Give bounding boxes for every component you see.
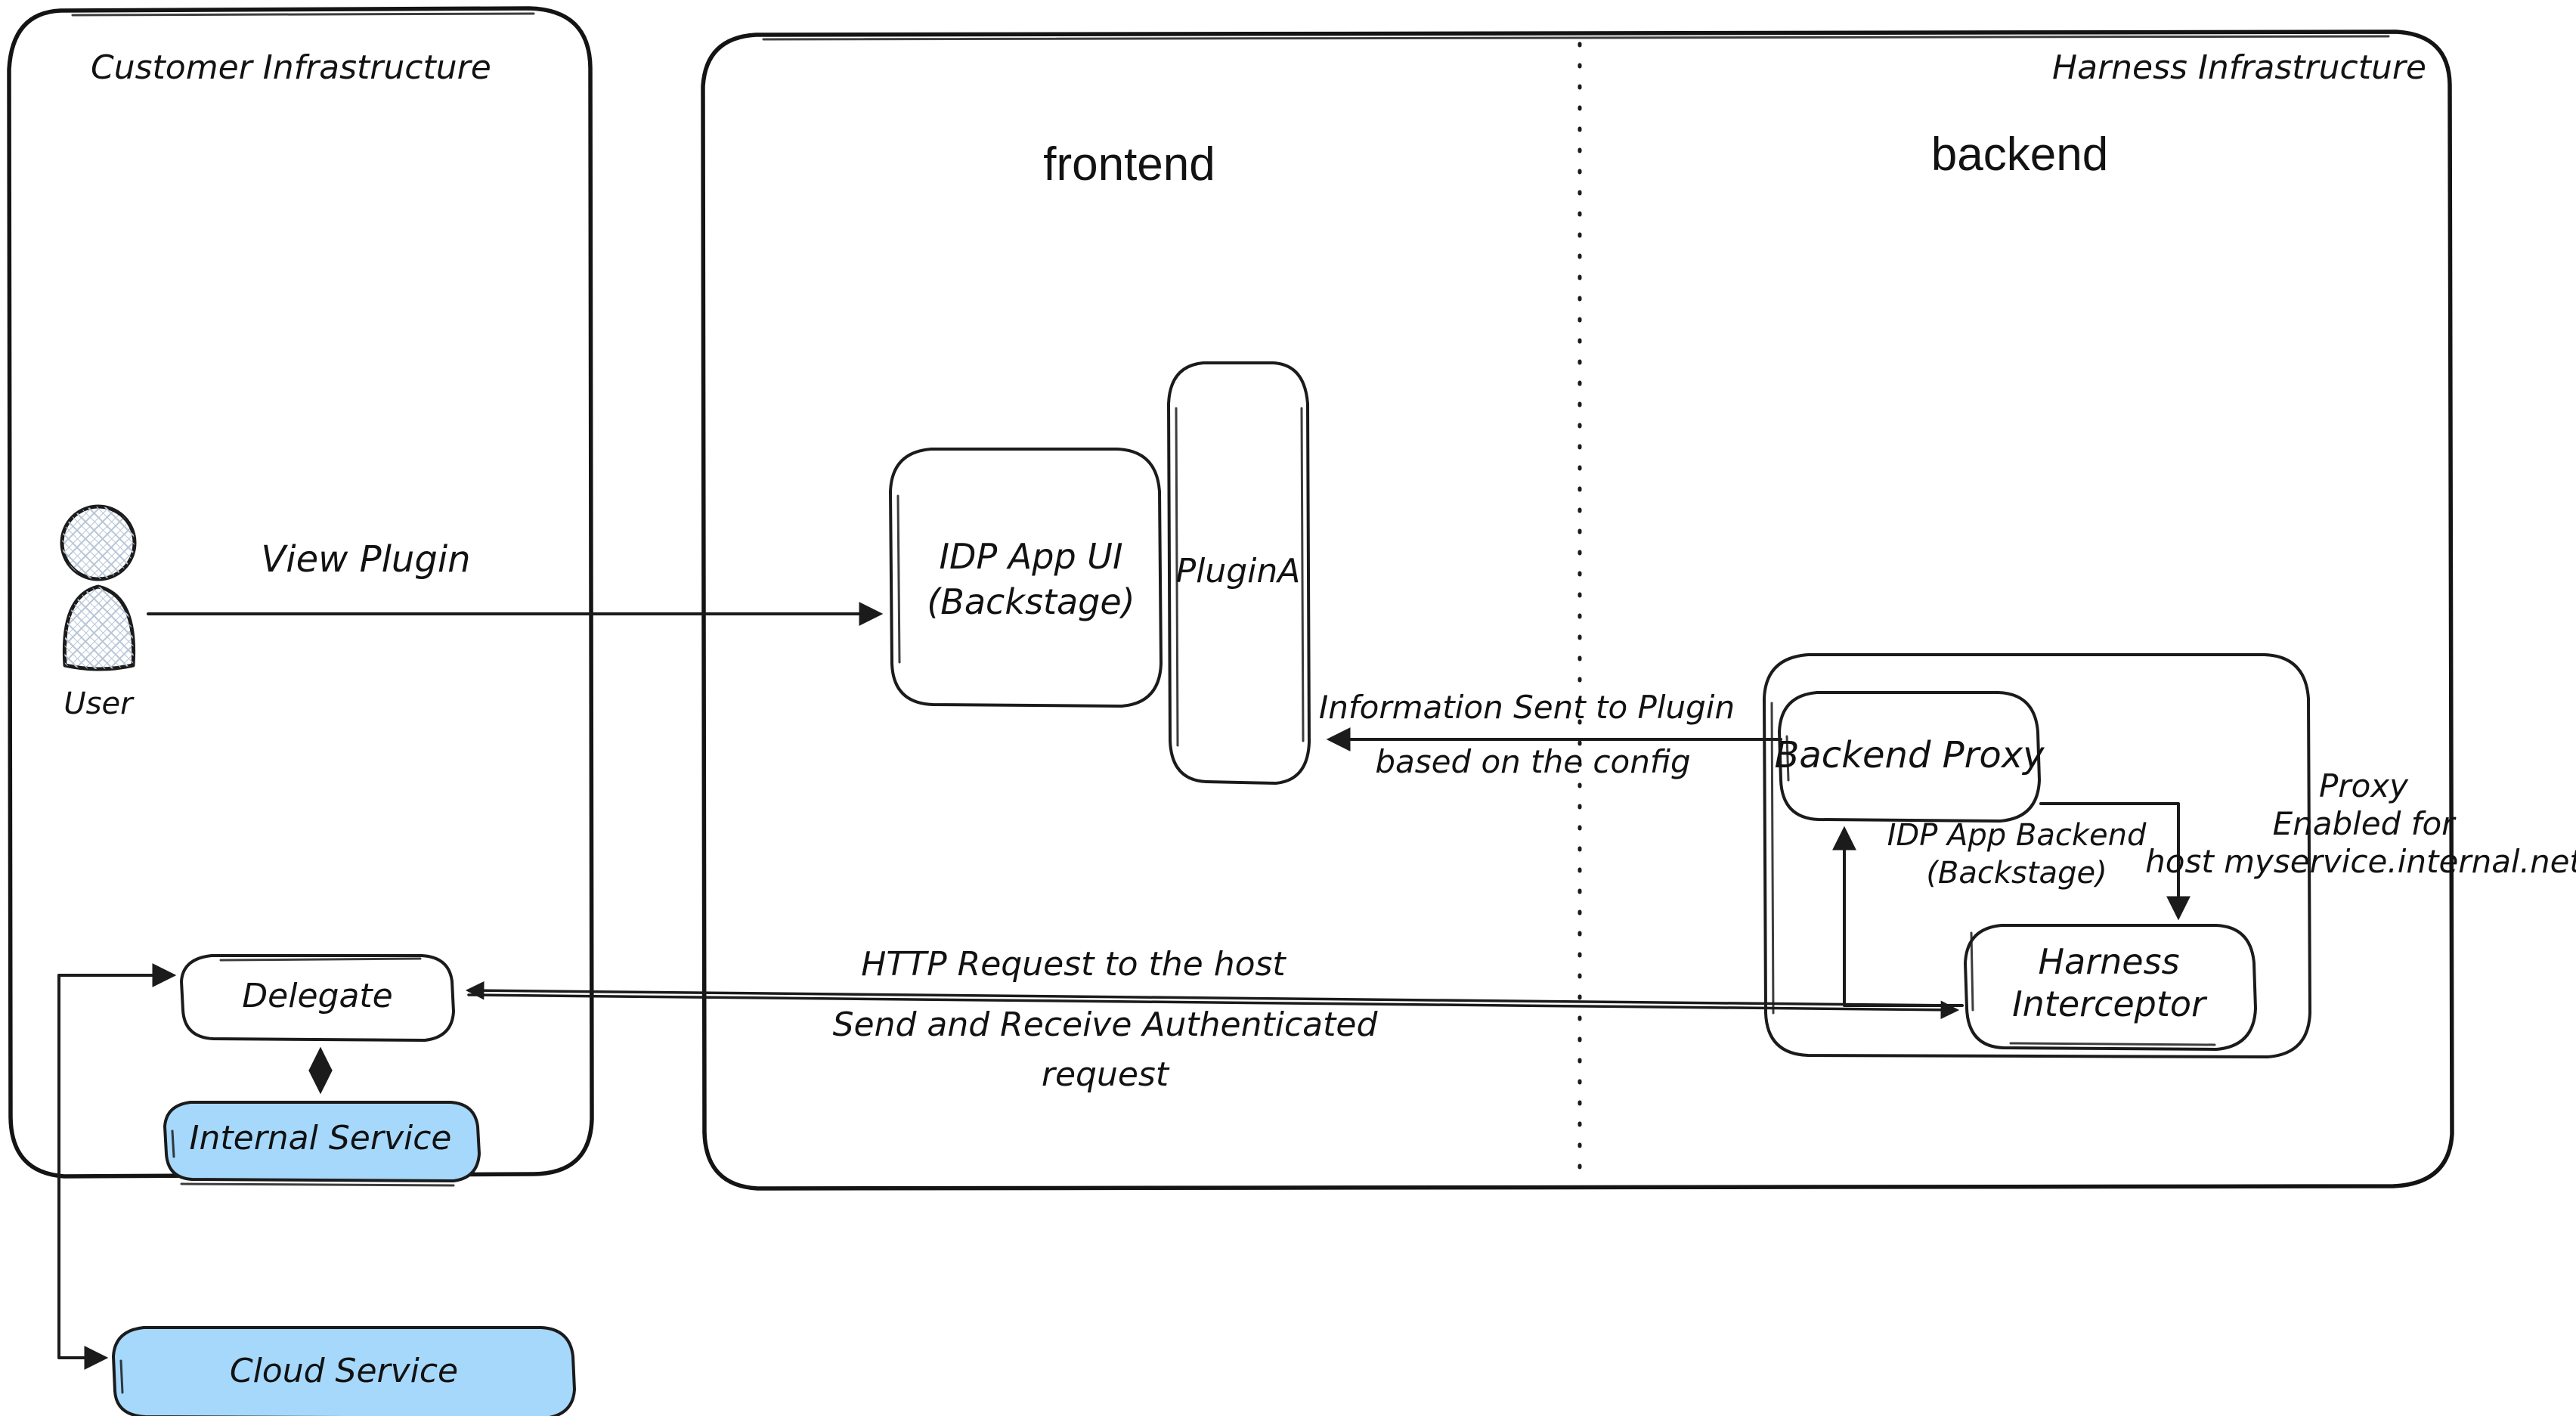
plugin-a-label: PluginA <box>1176 552 1301 590</box>
node-internal-service[interactable]: Internal Service <box>163 1101 481 1187</box>
internal-service-label: Internal Service <box>190 1119 452 1157</box>
harness-infrastructure-label: Harness Infrastructure <box>2052 48 2426 87</box>
node-idp-app-ui[interactable]: IDP App UI (Backstage) <box>889 448 1163 708</box>
edge-http-request-label-line3: request <box>1042 1055 1170 1094</box>
group-customer-infrastructure: Customer Infrastructure <box>7 6 594 1179</box>
frontend-label: frontend <box>1043 138 1215 191</box>
node-backend-proxy[interactable]: Backend Proxy <box>1774 691 2045 823</box>
harness-interceptor-label-line1: Harness <box>2038 941 2179 982</box>
delegate-label: Delegate <box>242 977 392 1015</box>
backend-proxy-label: Backend Proxy <box>1774 734 2045 776</box>
idp-app-ui-label-line2: (Backstage) <box>927 581 1135 622</box>
user-label: User <box>63 686 135 721</box>
proxy-note-line1: Proxy <box>2319 767 2409 804</box>
edge-http-request-label-line2: Send and Receive Authenticated <box>833 1005 1379 1044</box>
edge-delegate-to-interceptor: HTTP Request to the host Send and Receiv… <box>465 945 1960 1094</box>
user-actor: User <box>60 504 137 721</box>
proxy-note-line2: Enabled for <box>2273 805 2457 842</box>
group-harness-infrastructure: Harness Infrastructure frontend backend <box>701 29 2454 1191</box>
idp-app-backend-label-line2: (Backstage) <box>1926 856 2107 891</box>
backend-label: backend <box>1931 129 2108 181</box>
edge-user-to-idp-ui: View Plugin <box>147 538 884 626</box>
node-harness-interceptor[interactable]: Harness Interceptor <box>1964 924 2257 1051</box>
edge-view-plugin-label: View Plugin <box>261 538 470 581</box>
node-plugin-a[interactable]: PluginA <box>1167 361 1311 785</box>
idp-app-ui-label-line1: IDP App UI <box>939 536 1122 577</box>
edge-proxy-to-interceptor <box>2039 802 2191 921</box>
edge-trunk-to-delegate-and-cloud <box>57 963 177 1370</box>
node-delegate[interactable]: Delegate <box>180 954 455 1042</box>
customer-infrastructure-label: Customer Infrastructure <box>91 48 491 87</box>
edge-http-request-label-line1: HTTP Request to the host <box>861 945 1286 984</box>
edge-proxy-to-plugin: Information Sent to Plugin based on the … <box>1319 689 1782 780</box>
edge-info-sent-label-line1: Information Sent to Plugin <box>1319 689 1735 726</box>
cloud-service-label: Cloud Service <box>230 1352 458 1390</box>
idp-app-backend-label-line1: IDP App Backend <box>1887 818 2147 853</box>
proxy-note-line3: host myservice.internal.net <box>2145 843 2576 880</box>
proxy-config-note: Proxy Enabled for host myservice.interna… <box>2145 767 2576 880</box>
node-cloud-service[interactable]: Cloud Service <box>112 1326 576 1416</box>
edge-info-sent-label-line2: based on the config <box>1375 743 1690 780</box>
harness-interceptor-label-line2: Interceptor <box>2012 984 2208 1024</box>
group-idp-app-backend: IDP App Backend (Backstage) <box>1763 653 2311 1058</box>
